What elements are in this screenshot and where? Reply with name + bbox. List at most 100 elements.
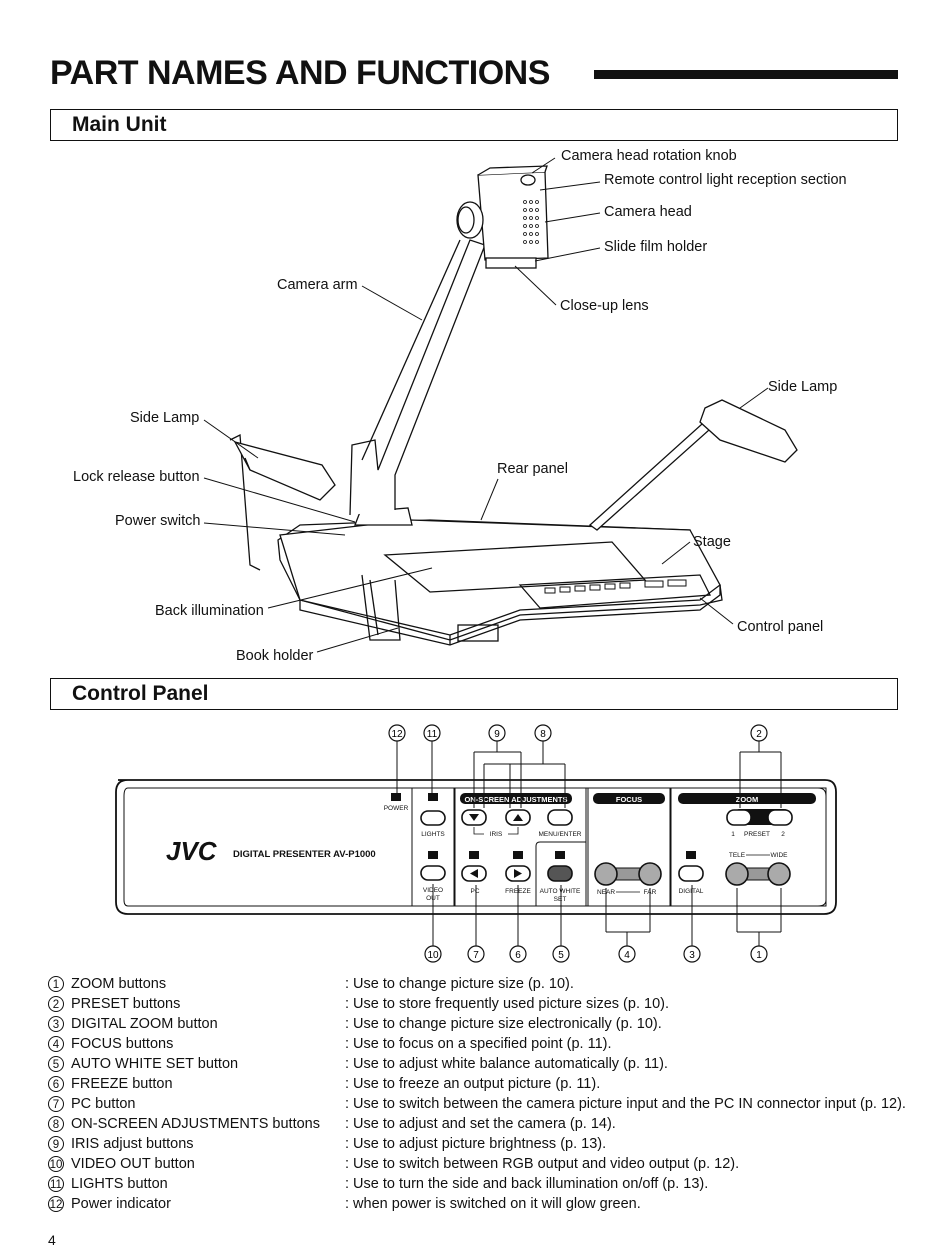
digital-zoom-button[interactable] bbox=[678, 865, 704, 882]
menu-enter-label: MENU/ENTER bbox=[539, 831, 582, 838]
callout-back-illumination: Back illumination bbox=[155, 603, 264, 619]
callout-power-switch: Power switch bbox=[115, 513, 201, 529]
section-main-unit-label: Main Unit bbox=[72, 113, 167, 136]
video-out-button[interactable] bbox=[420, 865, 446, 881]
power-label: POWER bbox=[384, 805, 409, 812]
legend-name: ON-SCREEN ADJUSTMENTS buttons bbox=[71, 1116, 320, 1132]
legend-number: 5 bbox=[48, 1056, 64, 1072]
triangle-up-icon bbox=[513, 814, 523, 821]
callout-8: 8 bbox=[540, 729, 546, 740]
lights-button[interactable] bbox=[420, 810, 446, 826]
focus-far-button[interactable] bbox=[638, 862, 662, 886]
callout-11: 11 bbox=[427, 729, 438, 740]
callout-2: 2 bbox=[756, 729, 762, 740]
callout-camera-arm: Camera arm bbox=[277, 277, 358, 293]
zoom-wide-button[interactable] bbox=[767, 862, 791, 886]
preset-label: PRESET bbox=[744, 831, 770, 838]
legend-description: : Use to change picture size electronica… bbox=[345, 1016, 662, 1032]
legend-name: PRESET buttons bbox=[71, 996, 181, 1012]
video-out-indicator bbox=[428, 851, 438, 859]
callout-stage: Stage bbox=[693, 534, 731, 550]
page-title: PART NAMES AND FUNCTIONS bbox=[50, 54, 550, 92]
preset-2-button[interactable] bbox=[767, 809, 793, 826]
legend-description: : Use to adjust white balance automatica… bbox=[345, 1056, 668, 1072]
auto-white-indicator bbox=[555, 851, 565, 859]
focus-near-button[interactable] bbox=[594, 862, 618, 886]
legend-name: ZOOM buttons bbox=[71, 976, 167, 992]
legend-row: 2 PRESET buttons : Use to store frequently… bbox=[48, 995, 928, 1015]
freeze-indicator bbox=[513, 851, 523, 859]
pc-indicator bbox=[469, 851, 479, 859]
osa-header: ON-SCREEN ADJUSTMENTS bbox=[464, 795, 567, 804]
iris-label: IRIS bbox=[490, 831, 503, 838]
power-indicator bbox=[391, 793, 401, 801]
focus-header: FOCUS bbox=[616, 795, 642, 804]
legend-description: : when power is switched on it will glow… bbox=[345, 1196, 641, 1212]
legend-name: LIGHTS button bbox=[71, 1176, 168, 1192]
legend-description: : Use to focus on a specified point (p. … bbox=[345, 1036, 612, 1052]
callout-side-lamp-right: Side Lamp bbox=[768, 379, 838, 395]
callout-remote-control-light-reception: Remote control light reception section bbox=[604, 172, 847, 188]
legend-row: 5 AUTO WHITE SET button : Use to adjust wh… bbox=[48, 1055, 928, 1075]
legend-number: 7 bbox=[48, 1096, 64, 1112]
legend-name: DIGITAL ZOOM button bbox=[71, 1016, 218, 1032]
callout-lock-release-button: Lock release button bbox=[73, 469, 200, 485]
triangle-right-icon bbox=[514, 869, 522, 878]
legend-description: : Use to change picture size (p. 10). bbox=[345, 976, 574, 992]
legend-name: AUTO WHITE SET button bbox=[71, 1056, 239, 1072]
callout-4: 4 bbox=[624, 950, 630, 961]
legend-description: : Use to store frequently used picture s… bbox=[345, 996, 669, 1012]
legend-description: : Use to freeze an output picture (p. 11… bbox=[345, 1076, 601, 1092]
legend-number: 9 bbox=[48, 1136, 64, 1152]
section-control-panel-label: Control Panel bbox=[72, 682, 209, 705]
legend-number: 3 bbox=[48, 1016, 64, 1032]
model-name: DIGITAL PRESENTER AV-P1000 bbox=[233, 849, 376, 860]
legend-number: 10 bbox=[48, 1156, 64, 1172]
callout-12: 12 bbox=[391, 729, 403, 740]
legend-name: Power indicator bbox=[71, 1196, 171, 1212]
legend-description: : Use to adjust and set the camera (p. 1… bbox=[345, 1116, 616, 1132]
legend-number: 2 bbox=[48, 996, 64, 1012]
callout-slide-film-holder: Slide film holder bbox=[604, 239, 708, 255]
legend-description: : Use to turn the side and back illumina… bbox=[345, 1176, 709, 1192]
digital-indicator bbox=[686, 851, 696, 859]
callout-camera-head: Camera head bbox=[604, 204, 692, 220]
callout-camera-head-rotation-knob: Camera head rotation knob bbox=[561, 148, 737, 164]
lights-indicator bbox=[428, 793, 438, 801]
wide-label: WIDE bbox=[771, 852, 789, 859]
callout-9: 9 bbox=[494, 729, 500, 740]
preset-1-button[interactable] bbox=[726, 809, 752, 826]
auto-white-label-1: AUTO WHITE bbox=[540, 888, 581, 895]
main-unit-illustration bbox=[203, 157, 798, 653]
legend-description: : Use to switch between RGB output and v… bbox=[345, 1156, 740, 1172]
callout-control-panel: Control panel bbox=[737, 619, 824, 635]
callout-6: 6 bbox=[515, 950, 521, 961]
title-rule bbox=[594, 70, 898, 79]
callout-book-holder: Book holder bbox=[236, 648, 314, 664]
legend-name: FOCUS buttons bbox=[71, 1036, 174, 1052]
callout-5: 5 bbox=[558, 950, 564, 961]
callout-rear-panel: Rear panel bbox=[497, 461, 568, 477]
legend-description: : Use to adjust picture brightness (p. 1… bbox=[345, 1136, 607, 1152]
triangle-left-icon bbox=[470, 869, 478, 878]
callout-side-lamp-left: Side Lamp bbox=[130, 410, 200, 426]
section-main-unit: Main Unit bbox=[50, 109, 898, 141]
callout-7: 7 bbox=[473, 950, 479, 961]
legend-name: PC button bbox=[71, 1096, 136, 1112]
legend-number: 11 bbox=[48, 1176, 64, 1192]
menu-enter-button[interactable] bbox=[547, 809, 573, 826]
jvc-logo: JVC bbox=[166, 836, 218, 866]
zoom-tele-button[interactable] bbox=[725, 862, 749, 886]
preset-1-label: 1 bbox=[731, 831, 735, 838]
auto-white-set-button[interactable] bbox=[547, 865, 573, 882]
control-panel-diagram: ON-SCREEN ADJUSTMENTS FOCUS ZOOM JVC DIG… bbox=[115, 724, 837, 963]
legend-description: : Use to switch between the camera pictu… bbox=[345, 1096, 906, 1112]
legend-row: 3 DIGITAL ZOOM button : Use to change pict… bbox=[48, 1015, 928, 1035]
callout-3: 3 bbox=[689, 950, 695, 961]
auto-white-label-2: SET bbox=[554, 896, 567, 903]
